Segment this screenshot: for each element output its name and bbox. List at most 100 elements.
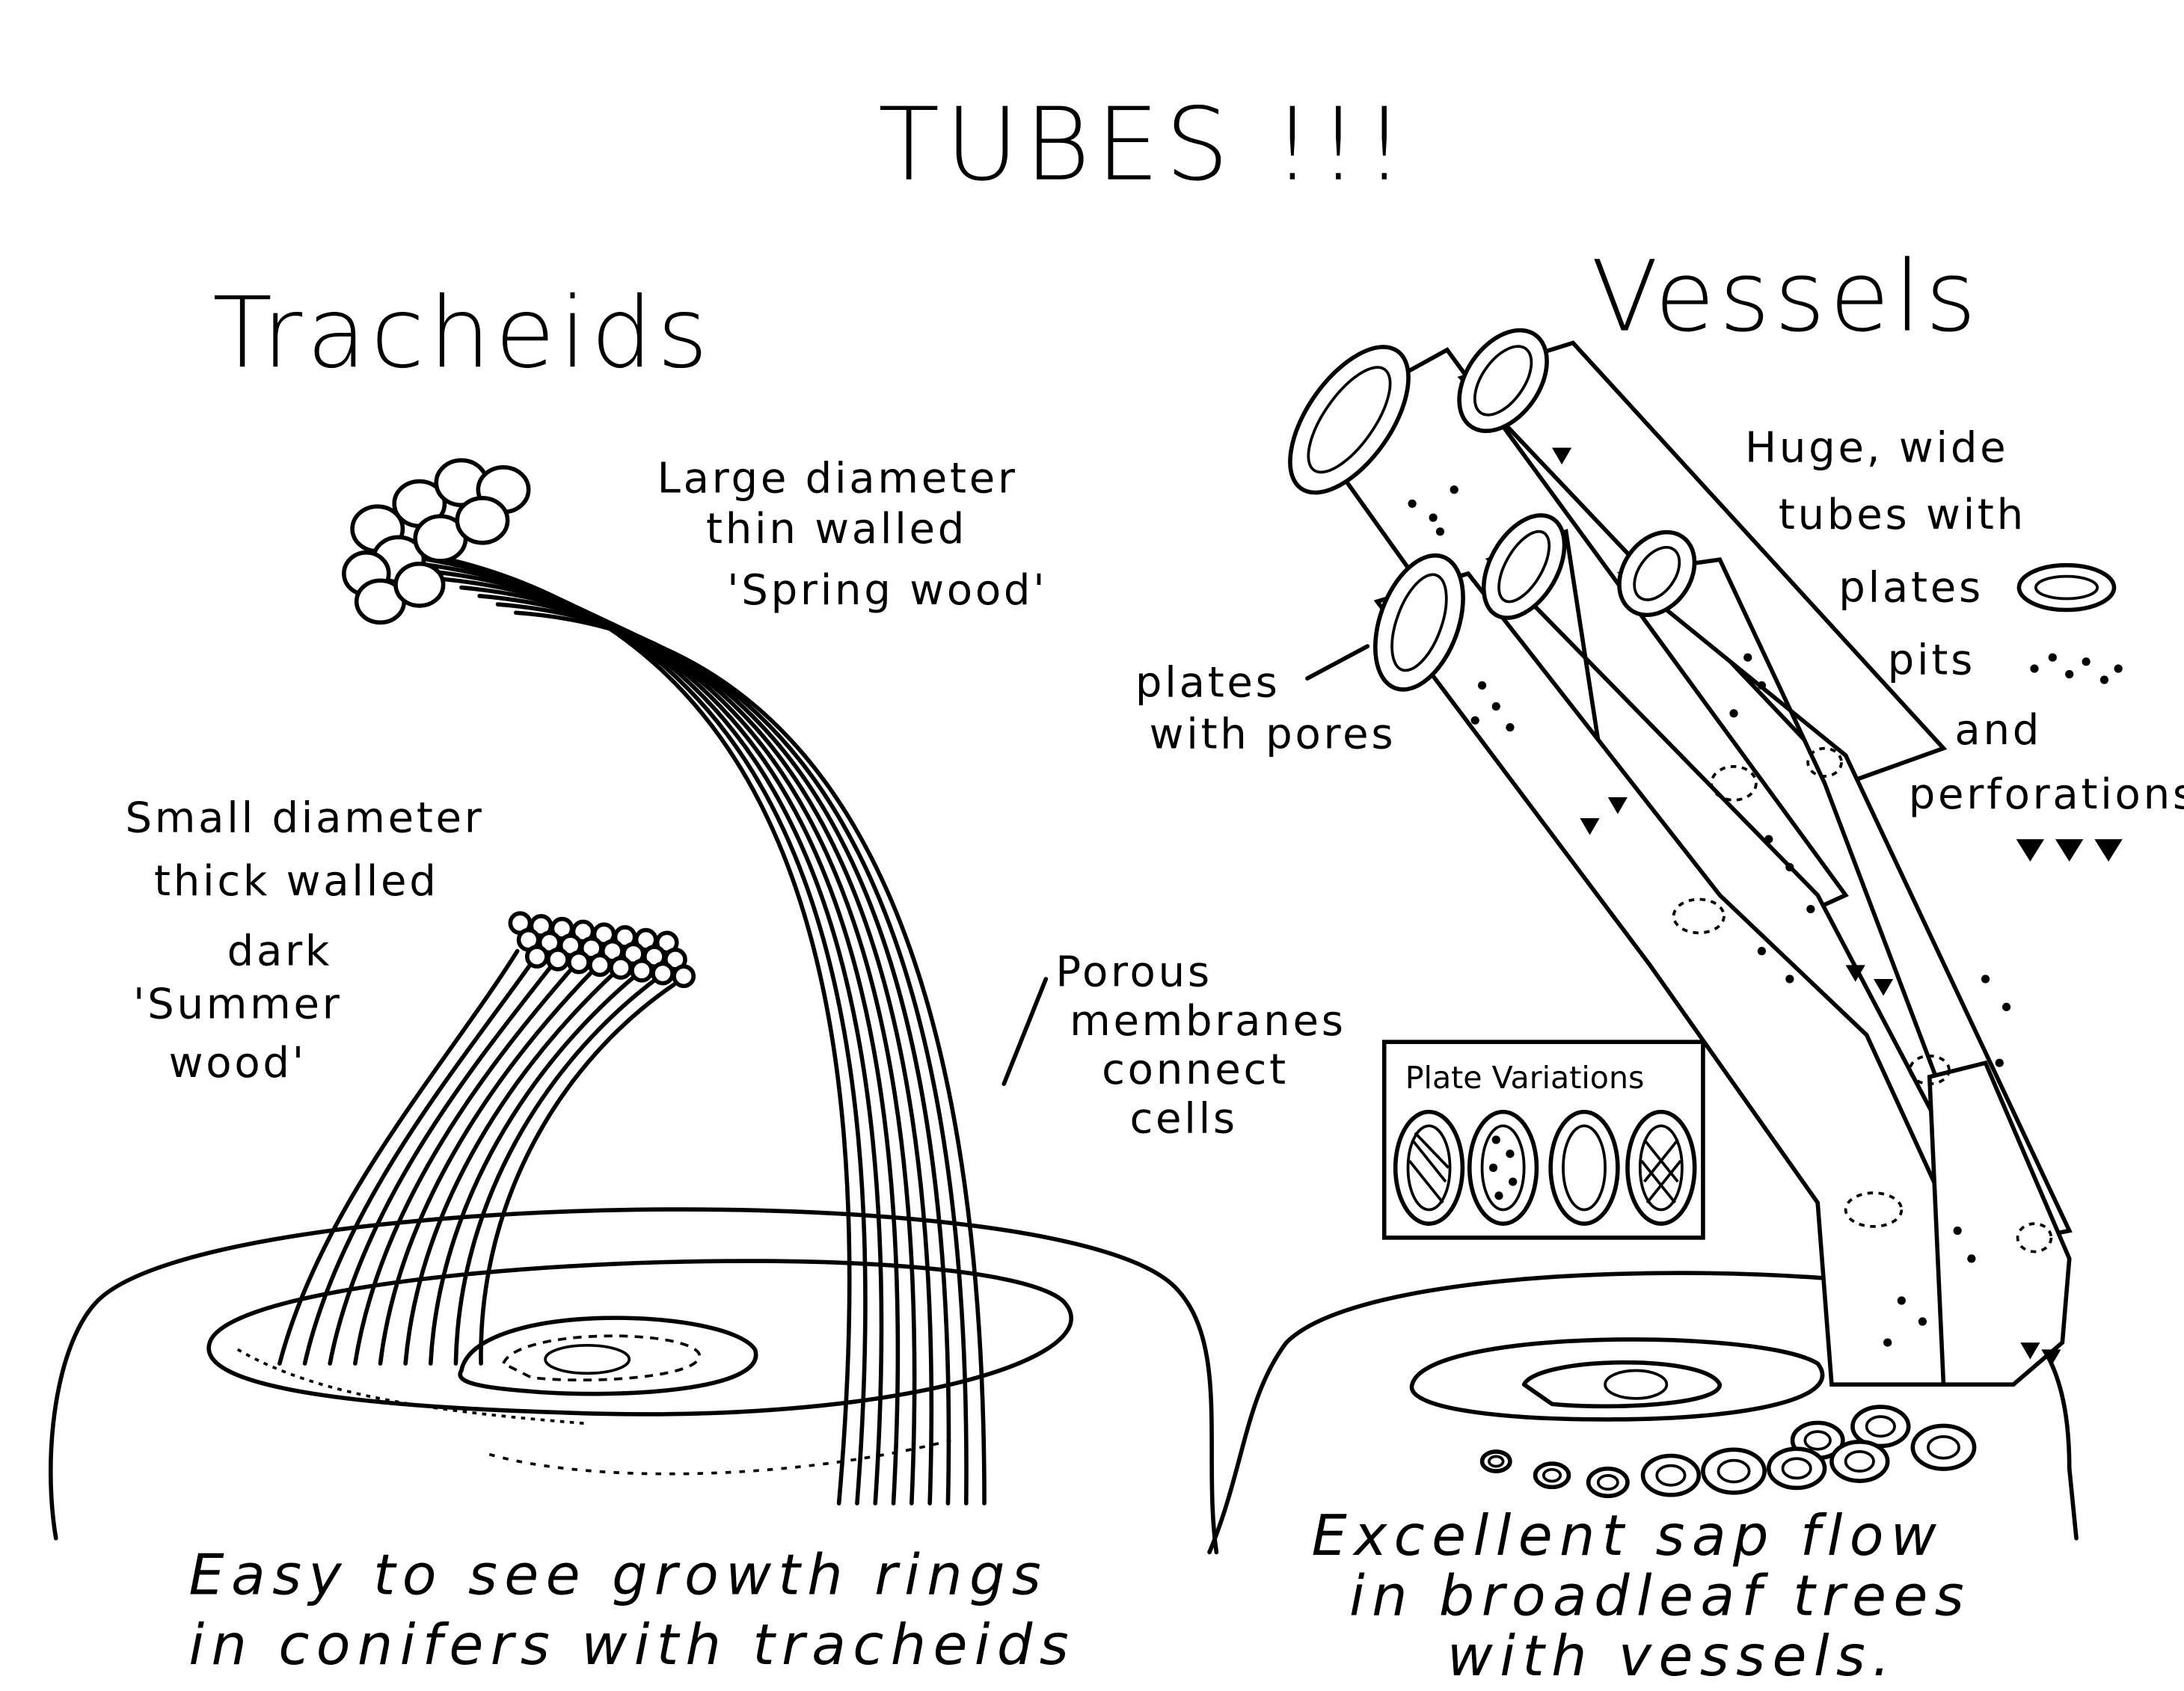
pit-dot xyxy=(1729,709,1738,718)
svg-text:Easy to see growth rings: Easy to see growth rings xyxy=(188,1543,1048,1608)
vessel-ring xyxy=(1533,1461,1571,1490)
vessel-pits xyxy=(1408,447,2061,1366)
summer-tracheid-strand xyxy=(302,953,539,1366)
svg-text:'Spring wood': 'Spring wood' xyxy=(727,566,1047,615)
summer-cell-end xyxy=(524,945,549,969)
vessel-ring-inner xyxy=(1596,1473,1619,1491)
vessel-ring xyxy=(1910,1423,1977,1471)
summer-tracheid-strand xyxy=(353,961,578,1366)
svg-text:thin walled: thin walled xyxy=(706,505,967,553)
perforations-icon xyxy=(2016,839,2123,862)
pits-icon xyxy=(2030,653,2123,684)
summer-wood-note: Small diameter thick walled dark 'Summer… xyxy=(125,794,484,1087)
plates-with-pores-note: plates with pores xyxy=(1135,644,1396,759)
pit-dot xyxy=(1435,527,1445,536)
svg-text:pits: pits xyxy=(1888,636,1975,684)
svg-text:connect: connect xyxy=(1102,1046,1289,1094)
summer-wood-cell-ends xyxy=(508,911,696,989)
pit-dot xyxy=(1757,947,1767,956)
svg-text:cells: cells xyxy=(1129,1095,1237,1144)
pit-dot xyxy=(1764,835,1773,844)
summer-tracheid-strand xyxy=(277,948,520,1366)
svg-text:Small diameter: Small diameter xyxy=(125,794,484,843)
vessel-ring xyxy=(1766,1446,1827,1491)
plate-variation-open xyxy=(1548,1109,1620,1226)
vessel-ring xyxy=(1640,1453,1702,1497)
svg-text:in conifers with tracheids: in conifers with tracheids xyxy=(188,1612,1076,1678)
pit-dot xyxy=(1981,975,1990,983)
summer-cell-end xyxy=(630,958,654,983)
vessels-caption: Excellent sap flow in broadleaf trees wi… xyxy=(1311,1503,1971,1689)
summer-tracheid-strand xyxy=(328,957,559,1366)
pit-dot xyxy=(1785,862,1794,872)
pit-dot xyxy=(1883,1338,1892,1347)
svg-text:plates: plates xyxy=(1135,658,1280,707)
pit-dot xyxy=(1967,1254,1976,1263)
vessel-ring-inner xyxy=(1542,1467,1562,1483)
summer-cell-end xyxy=(546,947,570,972)
pit-dot xyxy=(1785,975,1794,983)
vessel-ring xyxy=(1829,1439,1890,1483)
vessel-ring-inner xyxy=(1803,1430,1832,1451)
summer-tracheid-strand xyxy=(403,969,618,1366)
svg-text:with pores: with pores xyxy=(1150,711,1396,759)
summer-cell-end xyxy=(567,950,591,975)
tracheids-heading: Tracheids xyxy=(212,276,712,390)
vessel-ring-inner xyxy=(1781,1457,1812,1480)
svg-text:in broadleaf trees: in broadleaf trees xyxy=(1349,1564,1971,1629)
svg-text:and: and xyxy=(1954,706,2042,755)
summer-cell-end xyxy=(651,961,675,986)
spring-tracheid-strand xyxy=(368,543,852,1506)
summer-cell-end xyxy=(609,956,633,980)
perforation-mark xyxy=(2041,1349,2061,1366)
vessel-ring-inner xyxy=(1844,1450,1875,1473)
vessel-ring xyxy=(1586,1466,1630,1499)
plate-variation-mesh xyxy=(1625,1109,1697,1226)
tracheids-caption: Easy to see growth rings in conifers wit… xyxy=(188,1543,1076,1678)
svg-text:'Summer: 'Summer xyxy=(133,980,343,1028)
pit-dot xyxy=(1450,485,1458,494)
svg-text:Huge, wide: Huge, wide xyxy=(1745,423,2008,472)
vessel-ring-inner xyxy=(1927,1435,1960,1460)
huge-tubes-note: Huge, wide tubes with plates pits and pe… xyxy=(1745,423,2184,862)
pit-dot xyxy=(1477,681,1487,690)
svg-text:tubes with: tubes with xyxy=(1779,491,2026,539)
vessel-cross-sections xyxy=(1479,1405,1977,1499)
perforation-mark xyxy=(2020,1342,2040,1360)
summer-cell-end xyxy=(588,953,612,978)
spring-wood-cell-ends xyxy=(342,458,531,625)
svg-text:dark: dark xyxy=(227,927,332,975)
svg-text:wood': wood' xyxy=(169,1039,307,1087)
pit-dot xyxy=(1995,1058,2004,1067)
spring-wood-tracheid-bundle xyxy=(368,543,987,1506)
svg-text:Plate Variations: Plate Variations xyxy=(1405,1060,1645,1096)
summer-cell-end xyxy=(672,964,696,989)
pit-dot xyxy=(2002,1002,2011,1012)
diagram-title: TUBES !!! xyxy=(878,86,1410,203)
vessel-ring-inner xyxy=(1488,1455,1505,1468)
pit-dot xyxy=(1757,681,1767,690)
svg-text:plates: plates xyxy=(1838,563,1984,612)
plate-icon xyxy=(2016,562,2117,613)
pit-dot xyxy=(1953,1226,1962,1236)
porous-membranes-note: Porous membranes connect cells xyxy=(1001,948,1343,1144)
spring-tracheid-strand xyxy=(386,551,868,1506)
svg-text:Excellent sap flow: Excellent sap flow xyxy=(1311,1503,1943,1568)
pit-dot xyxy=(1918,1317,1927,1326)
svg-text:Porous: Porous xyxy=(1055,948,1212,996)
summer-tracheid-strand xyxy=(428,974,637,1366)
summer-tracheid-strand xyxy=(378,966,598,1366)
svg-text:thick walled: thick walled xyxy=(154,857,439,906)
plate-variation-dotted xyxy=(1467,1109,1539,1226)
summer-wood-tracheid-bundle xyxy=(277,948,676,1366)
pit-dot xyxy=(1491,702,1500,711)
summer-tracheid-strand xyxy=(453,978,657,1366)
pit-dot xyxy=(1429,513,1438,522)
perforation-mark xyxy=(1552,447,1572,465)
svg-text:with vessels.: with vessels. xyxy=(1447,1624,1898,1689)
spring-tracheid-strand xyxy=(514,610,987,1506)
pit-dot xyxy=(1506,722,1515,732)
vessel-ring-inner xyxy=(1655,1464,1687,1487)
perforation-mark xyxy=(1873,979,1894,996)
pit-dot xyxy=(1408,499,1417,509)
